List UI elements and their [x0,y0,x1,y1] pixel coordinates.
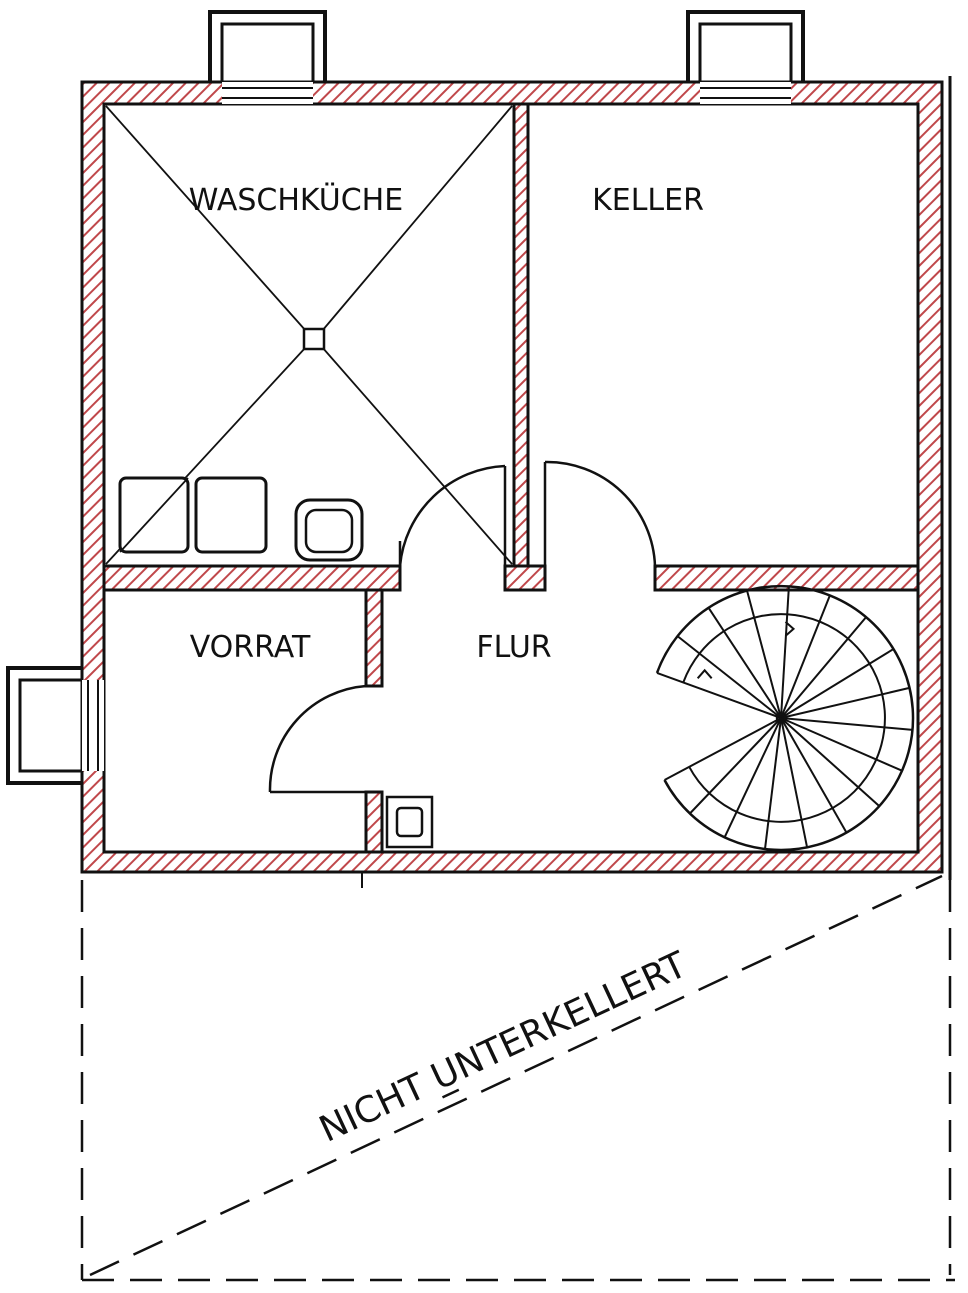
door-waschkueche [398,464,507,567]
room-label-waschkueche: WASCHKÜCHE [189,182,403,218]
floor-drain-icon [385,795,434,849]
door-vorrat [268,684,367,794]
walls [80,76,952,880]
wall-vorrat-upper [364,588,384,688]
wall-wk-keller [512,102,530,570]
wall-column [503,564,547,592]
wall-horizontal-left [102,564,402,592]
spiral-staircase-icon [655,584,915,852]
outer-wall [80,80,944,874]
ceiling-cross [105,105,513,565]
door-keller [543,460,657,567]
unexcavated-zone [80,874,955,1282]
washing-machine-icon [118,476,190,554]
room-label-flur: FLUR [476,630,551,665]
wall-vorrat-lower [364,790,384,854]
sink-icon [294,498,364,562]
dryer-icon [194,476,268,554]
annotation-not-basement: NICHT UNTERKELLERT [313,944,694,1151]
room-label-vorrat: VORRAT [190,630,311,665]
room-label-keller: KELLER [592,183,704,218]
